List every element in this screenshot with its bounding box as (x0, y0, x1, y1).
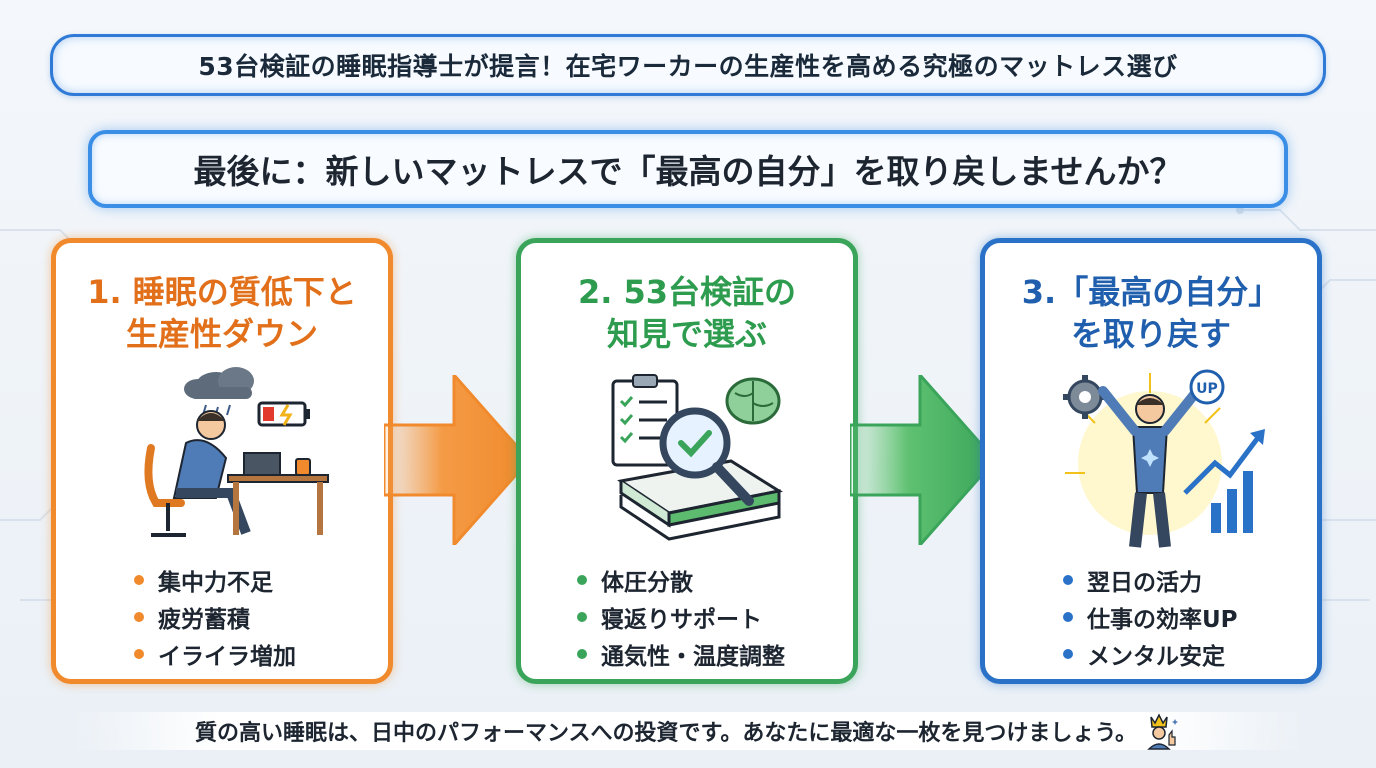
list-item: 集中力不足 (134, 561, 296, 598)
list-item: 体圧分散 (577, 561, 785, 598)
energized-person-icon: UP (1063, 369, 1265, 548)
growth-chart-icon (1183, 429, 1265, 533)
step-3-title-line2: を取り戻す (1070, 315, 1231, 353)
mattress-research-illustration (611, 374, 783, 541)
up-badge: UP (1189, 369, 1225, 405)
list-item: メンタル安定 (1063, 635, 1238, 672)
step-3-title-line1: 3.「最高の自分」 (1021, 273, 1281, 311)
page-title: 53台検証の睡眠指導士が提言！在宅ワーカーの生産性を高める究極のマットレス選び (198, 52, 1178, 81)
list-item: 寝返りサポート (577, 598, 785, 635)
footer-text: 質の高い睡眠は、日中のパフォーマンスへの投資です。あなたに最適な一枚を見つけまし… (194, 721, 1138, 746)
step-card-3: 3.「最高の自分」 を取り戻す UP (980, 238, 1322, 684)
step-2-title-line2: 知見で選ぶ (606, 315, 767, 353)
brain-icon (725, 377, 781, 425)
subtitle-banner: 最後に：新しいマットレスで「最高の自分」を取り戻しませんか？ (88, 130, 1288, 208)
thumbs-up-king-icon (1147, 713, 1179, 750)
step-3-bullets: 翌日の活力 仕事の効率UP メンタル安定 (1063, 561, 1238, 672)
rain-cloud-icon (184, 367, 254, 418)
list-item: イライラ増加 (134, 635, 296, 672)
page-subtitle: 最後に：新しいマットレスで「最高の自分」を取り戻しませんか？ (193, 152, 1183, 191)
orange-arrow-icon (384, 375, 532, 545)
list-item: 疲労蓄積 (134, 598, 296, 635)
list-item: 翌日の活力 (1063, 561, 1238, 598)
step-1-title-line2: 生産性ダウン (125, 315, 318, 353)
step-1-bullets: 集中力不足 疲労蓄積 イライラ増加 (134, 561, 296, 672)
list-item: 仕事の効率UP (1063, 598, 1238, 635)
step-3-title: 3.「最高の自分」 を取り戻す (985, 271, 1317, 355)
svg-text:UP: UP (1196, 381, 1218, 397)
tired-worker-icon (144, 367, 329, 537)
low-battery-icon (257, 401, 310, 427)
step-card-2: 2. 53台検証の 知見で選ぶ 体圧分散 寝返りサポート 通気性・温度調整 (516, 238, 858, 684)
footer-message: 質の高い睡眠は、日中のパフォーマンスへの投資です。あなたに最適な一枚を見つけまし… (72, 712, 1304, 750)
step-card-1: 1. 睡眠の質低下と 生産性ダウン 集中力不 (51, 238, 393, 684)
step-2-title-line1: 2. 53台検証の (577, 273, 797, 311)
list-item: 通気性・温度調整 (577, 635, 785, 672)
magnifier-icon (659, 407, 754, 506)
step-2-bullets: 体圧分散 寝返りサポート 通気性・温度調整 (577, 561, 785, 672)
step-1-title-line1: 1. 睡眠の質低下と (87, 273, 357, 311)
page-title-banner: 53台検証の睡眠指導士が提言！在宅ワーカーの生産性を高める究極のマットレス選び (50, 34, 1326, 96)
step-1-title: 1. 睡眠の質低下と 生産性ダウン (56, 271, 388, 355)
green-arrow-icon (850, 375, 998, 545)
step-2-title: 2. 53台検証の 知見で選ぶ (521, 271, 853, 355)
